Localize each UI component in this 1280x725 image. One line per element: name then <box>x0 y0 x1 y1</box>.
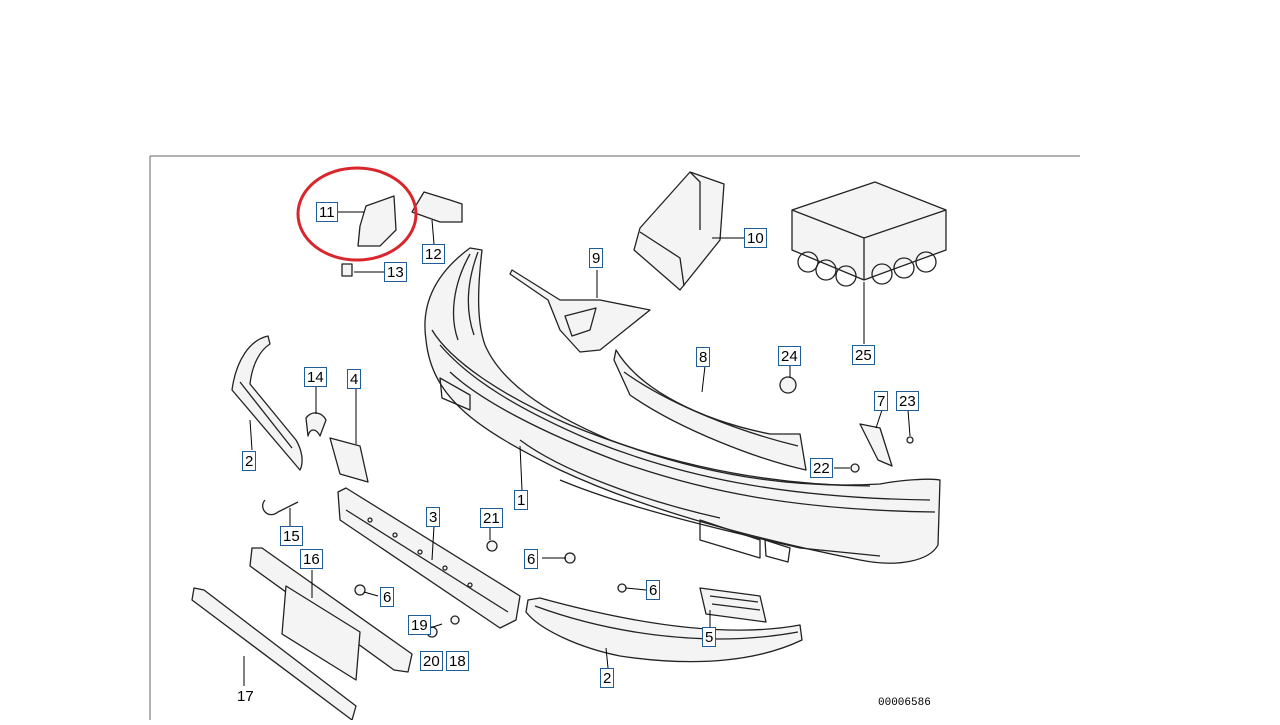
screw-part-23 <box>906 436 914 444</box>
callout-9: 9 <box>589 248 604 268</box>
bracket-part-4 <box>329 437 369 483</box>
grille-part-9 <box>509 269 651 353</box>
air-duct-part-10 <box>633 171 725 291</box>
washer-part-18 <box>450 615 460 625</box>
callout-10: 10 <box>744 228 767 248</box>
bracket-part-11 <box>357 195 397 247</box>
callout-21: 21 <box>480 508 503 528</box>
callout-8: 8 <box>696 347 711 367</box>
box-part-25 <box>791 181 947 287</box>
screw-part-6a <box>354 584 366 596</box>
callout-2-lower: 2 <box>600 668 615 688</box>
callout-19: 19 <box>408 615 431 635</box>
license-bracket-part-16 <box>249 547 413 681</box>
callout-11: 11 <box>316 202 338 222</box>
grille-part-8 <box>613 349 807 471</box>
screw-part-6b <box>564 552 576 564</box>
trim-strip-left-part <box>231 335 303 471</box>
callout-15: 15 <box>280 526 303 546</box>
callout-22: 22 <box>810 458 833 478</box>
screw-part-6c <box>617 583 627 593</box>
screw-part-22 <box>850 463 860 473</box>
strip-part-17 <box>191 587 357 721</box>
callout-17: 17 <box>234 686 257 706</box>
bumper-part <box>424 247 941 564</box>
callout-5: 5 <box>702 627 717 647</box>
callout-6-a: 6 <box>380 587 395 607</box>
callout-23: 23 <box>896 391 919 411</box>
leader-lines <box>243 211 911 686</box>
callout-3: 3 <box>426 507 441 527</box>
tow-eye-part-15 <box>262 499 299 516</box>
callout-25: 25 <box>852 345 875 365</box>
callout-7: 7 <box>874 391 889 411</box>
trim-strip-lower-part <box>525 597 803 663</box>
callout-16: 16 <box>300 549 323 569</box>
bracket-part-12 <box>411 191 463 223</box>
callout-24: 24 <box>778 346 801 366</box>
bracket-part-7 <box>859 423 893 467</box>
callout-6-b: 6 <box>524 549 539 569</box>
diagram-code: 00006586 <box>878 697 931 709</box>
callout-1: 1 <box>514 490 529 510</box>
callout-6-c: 6 <box>646 580 661 600</box>
grommet-part-24 <box>779 376 797 394</box>
callout-14: 14 <box>304 367 327 387</box>
grille-part-5 <box>699 587 767 623</box>
callout-18: 18 <box>446 651 469 671</box>
callout-12: 12 <box>422 244 445 264</box>
reinforcement-part <box>337 487 521 629</box>
clip-part-14 <box>305 412 327 437</box>
highlight-circle <box>296 166 418 262</box>
clip-part-13 <box>341 263 353 277</box>
callout-13: 13 <box>384 262 407 282</box>
clip-part-21 <box>486 540 498 552</box>
callout-4: 4 <box>347 369 362 389</box>
callout-20: 20 <box>420 651 443 671</box>
callout-2-upper: 2 <box>242 451 257 471</box>
